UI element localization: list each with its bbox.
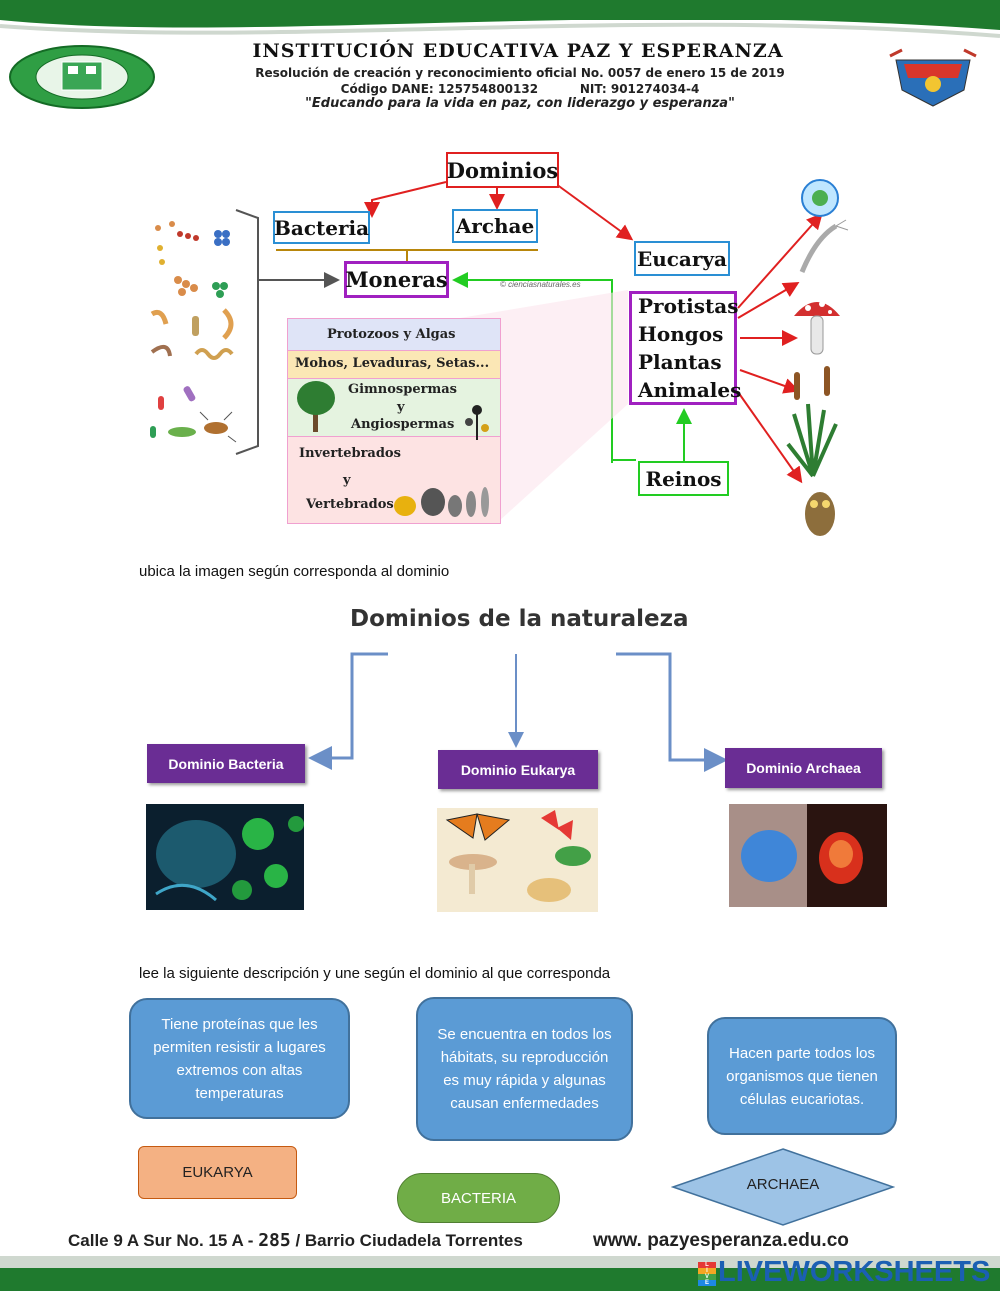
description-eukarya[interactable]: Hacen parte todos los organismos que tie… bbox=[707, 1017, 897, 1135]
reino-hongos: Hongos bbox=[638, 322, 724, 346]
y-animales-label: y bbox=[343, 473, 351, 488]
footer-band bbox=[0, 1256, 1000, 1291]
bacteria-photo[interactable] bbox=[146, 804, 304, 910]
reino-plantas: Plantas bbox=[638, 350, 722, 374]
answer-archaea-diamond[interactable] bbox=[671, 1147, 895, 1227]
tree-icon bbox=[297, 381, 335, 432]
invertebrados-label: Invertebrados bbox=[299, 446, 401, 461]
address-prefix: Calle 9 A Sur No. 15 A - bbox=[68, 1231, 259, 1250]
reino-protistas: Protistas bbox=[638, 294, 739, 318]
school-logo bbox=[9, 45, 155, 109]
school-motto: "Educando para la vida en paz, con lider… bbox=[305, 96, 735, 111]
domains-title: Dominios de la naturaleza bbox=[350, 606, 689, 632]
address-number: 285 bbox=[258, 1230, 291, 1251]
archaea-photo[interactable] bbox=[729, 804, 887, 907]
answer-eukarya[interactable]: EUKARYA bbox=[138, 1146, 297, 1199]
logo-letter-v: V bbox=[698, 1274, 716, 1280]
band-protozoos bbox=[287, 318, 501, 352]
band-animales bbox=[287, 436, 501, 524]
answer-archaea[interactable]: ARCHAEA bbox=[746, 1176, 820, 1193]
animals-icon bbox=[394, 487, 489, 517]
description-bacteria[interactable]: Se encuentra en todos los hábitats, su r… bbox=[416, 997, 633, 1141]
logo-letter-l: L bbox=[698, 1262, 716, 1268]
mushroom-icon bbox=[794, 301, 840, 355]
domain-eukarya-label: Dominio Eukarya bbox=[438, 750, 598, 789]
angiospermas-label: Angiospermas bbox=[351, 417, 455, 432]
vertebrados-label: Vertebrados bbox=[306, 497, 394, 512]
eukarya-photo[interactable] bbox=[437, 808, 598, 912]
school-name: INSTITUCIÓN EDUCATIVA PAZ Y ESPERANZA bbox=[252, 40, 784, 62]
logo-letter-i: I bbox=[698, 1268, 716, 1274]
archae-box: Archae bbox=[452, 209, 538, 243]
shield-logo bbox=[889, 48, 977, 107]
school-codes: Código DANE: 125754800132 NIT: 901274034… bbox=[340, 82, 700, 96]
answer-bacteria[interactable]: BACTERIA bbox=[397, 1173, 560, 1223]
logo-letter-e: E bbox=[698, 1280, 716, 1286]
moneras-box: Moneras bbox=[344, 261, 449, 298]
gimnospermas-label: Gimnospermas bbox=[348, 382, 457, 397]
footer-website[interactable]: www. pazyesperanza.edu.co bbox=[593, 1230, 849, 1251]
school-resolution: Resolución de creación y reconocimiento … bbox=[255, 66, 785, 80]
instruction-second: lee la siguiente descripción y une según… bbox=[139, 965, 611, 982]
instruction-first: ubica la imagen según corresponda al dom… bbox=[139, 563, 450, 580]
eucarya-box: Eucarya bbox=[634, 241, 730, 276]
reinos-box: Reinos bbox=[638, 461, 729, 496]
footer-address: Calle 9 A Sur No. 15 A - 285 / Barrio Ci… bbox=[68, 1230, 523, 1251]
bacteria-box: Bacteria bbox=[273, 211, 370, 244]
dominios-box: Dominios bbox=[446, 152, 559, 188]
plant-icon bbox=[786, 366, 838, 478]
owl-icon bbox=[805, 492, 835, 536]
parasite-icon bbox=[799, 219, 849, 273]
reino-animales: Animales bbox=[638, 378, 742, 402]
bacteria-specimens-icon bbox=[150, 221, 237, 443]
description-archaea[interactable]: Tiene proteínas que les permiten resisti… bbox=[129, 998, 350, 1119]
address-suffix: / Barrio Ciudadela Torrentes bbox=[290, 1231, 523, 1250]
reinos-list-box: Protistas Hongos Plantas Animales bbox=[629, 291, 741, 405]
liveworksheets-logo: L I V E bbox=[698, 1262, 716, 1286]
protist-icon bbox=[801, 179, 839, 217]
domain-archaea-label: Dominio Archaea bbox=[725, 748, 882, 788]
protozoos-label: Protozoos y Algas bbox=[327, 327, 456, 342]
header-wave bbox=[0, 0, 1000, 38]
flower-icon bbox=[465, 405, 489, 440]
y-plantas-label: y bbox=[397, 400, 405, 415]
domains-connectors bbox=[308, 652, 728, 772]
liveworksheets-brand[interactable]: LIVEWORKSHEETS bbox=[718, 1256, 991, 1288]
watermark: © cienciasnaturales.es bbox=[500, 280, 581, 289]
domain-bacteria-label: Dominio Bacteria bbox=[147, 744, 305, 783]
mohos-label: Mohos, Levaduras, Setas... bbox=[295, 356, 490, 371]
